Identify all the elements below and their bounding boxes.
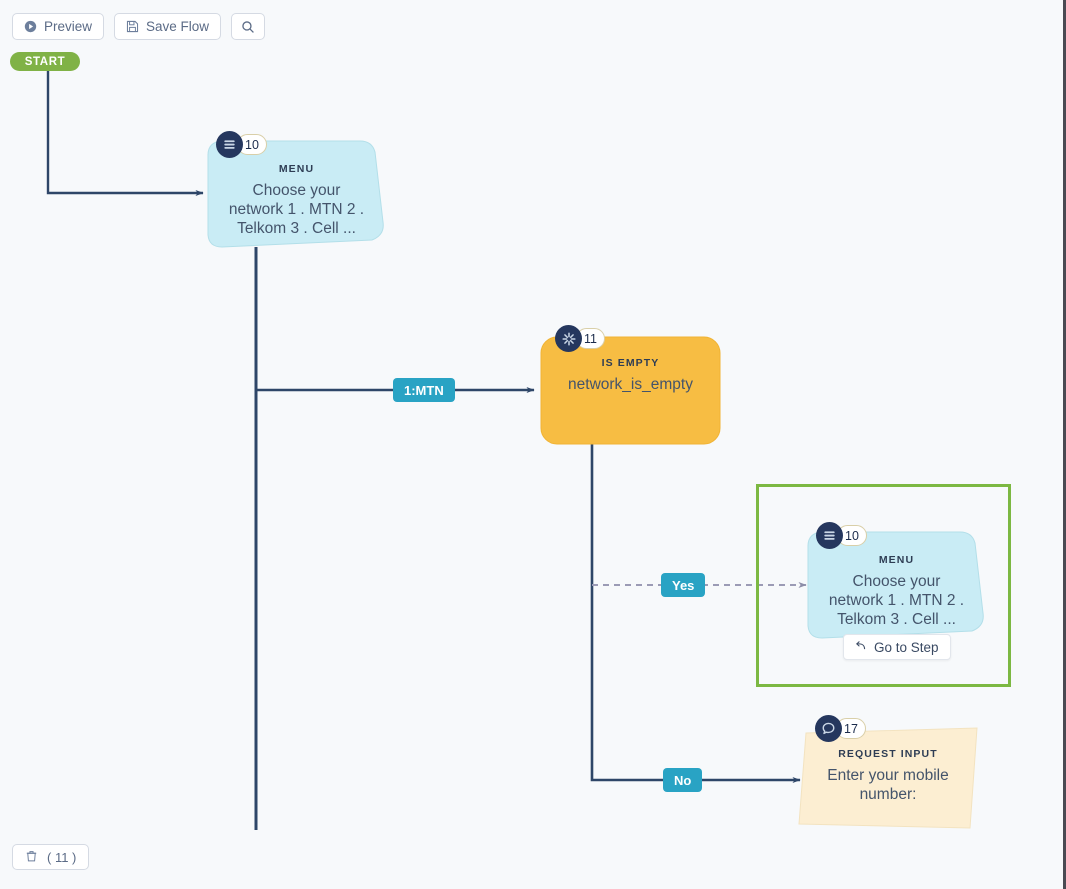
node-menu-10[interactable]: 10 MENU Choose your network 1 . MTN 2 . … bbox=[208, 131, 385, 247]
edge-label-yes-text: Yes bbox=[672, 577, 695, 593]
hamburger-menu-icon bbox=[816, 522, 843, 549]
start-node[interactable]: START bbox=[10, 52, 80, 71]
trash-bin-count: ( 11 ) bbox=[47, 849, 77, 865]
play-circle-icon bbox=[24, 20, 37, 33]
undo-arrow-icon bbox=[855, 639, 868, 655]
node-menu-10-type: MENU bbox=[278, 163, 315, 175]
node-is-empty-11-type: IS EMPTY bbox=[601, 357, 660, 369]
speech-bubble-icon bbox=[815, 715, 842, 742]
preview-button[interactable]: Preview bbox=[12, 13, 105, 40]
node-shape-menu-10[interactable] bbox=[207, 140, 384, 248]
go-to-step-button-label: Go to Step bbox=[874, 639, 939, 655]
node-request-input-17-type: REQUEST INPUT bbox=[838, 748, 938, 760]
node-menu-10-goto-type: MENU bbox=[878, 554, 915, 566]
edge-label-mtn-text: 1:MTN bbox=[404, 382, 444, 398]
node-shape-menu-10-goto[interactable] bbox=[807, 531, 984, 639]
toolbar: Preview Save Flow bbox=[12, 13, 266, 40]
start-node-label: START bbox=[24, 55, 66, 68]
edge-label-yes[interactable]: Yes bbox=[661, 573, 706, 597]
node-menu-10-goto-badges: 10 bbox=[816, 522, 867, 549]
node-shape-is-empty-11[interactable] bbox=[540, 336, 721, 445]
node-request-input-17-badges: 17 bbox=[815, 715, 866, 742]
trash-icon bbox=[25, 849, 38, 866]
node-request-input-17-step-number: 17 bbox=[836, 718, 866, 739]
node-shape-request-input-17[interactable] bbox=[798, 727, 978, 829]
go-to-step-button[interactable]: Go to Step bbox=[843, 634, 951, 660]
search-icon bbox=[241, 20, 255, 34]
trash-bin-button[interactable]: ( 11 ) bbox=[12, 844, 90, 870]
node-menu-10-badges: 10 bbox=[216, 131, 267, 158]
node-is-empty-11-text: network_is_empty bbox=[568, 376, 693, 393]
node-is-empty-11[interactable]: 11 IS EMPTY network_is_empty bbox=[541, 325, 720, 444]
edge-label-mtn[interactable]: 1:MTN bbox=[393, 378, 455, 402]
search-button[interactable] bbox=[231, 13, 266, 40]
asterisk-burst-icon bbox=[555, 325, 582, 352]
selection-highlight-box bbox=[756, 484, 1011, 687]
edge-label-no-text: No bbox=[674, 772, 692, 788]
edge-label-no[interactable]: No bbox=[663, 768, 703, 792]
node-request-input-17-text: Enter your mobile number: bbox=[827, 767, 949, 803]
node-request-input-17[interactable]: 17 REQUEST INPUT Enter your mobile numbe… bbox=[799, 715, 977, 828]
node-menu-10-text: Choose your network 1 . MTN 2 . Telkom 3… bbox=[228, 182, 365, 237]
save-flow-button-label: Save Flow bbox=[146, 18, 210, 34]
save-flow-button[interactable]: Save Flow bbox=[114, 13, 222, 40]
node-menu-10-goto[interactable]: 10 MENU Choose your network 1 . MTN 2 . … bbox=[808, 522, 985, 638]
edge-isempty-trunk bbox=[590, 444, 801, 784]
floppy-disk-icon bbox=[126, 20, 139, 33]
hamburger-menu-icon bbox=[216, 131, 243, 158]
edge-start-to-menu bbox=[46, 62, 204, 197]
node-is-empty-11-badges: 11 bbox=[555, 325, 605, 352]
preview-button-label: Preview bbox=[44, 18, 93, 34]
node-menu-10-goto-step-number: 10 bbox=[837, 525, 867, 546]
node-menu-10-goto-text: Choose your network 1 . MTN 2 . Telkom 3… bbox=[828, 573, 965, 628]
